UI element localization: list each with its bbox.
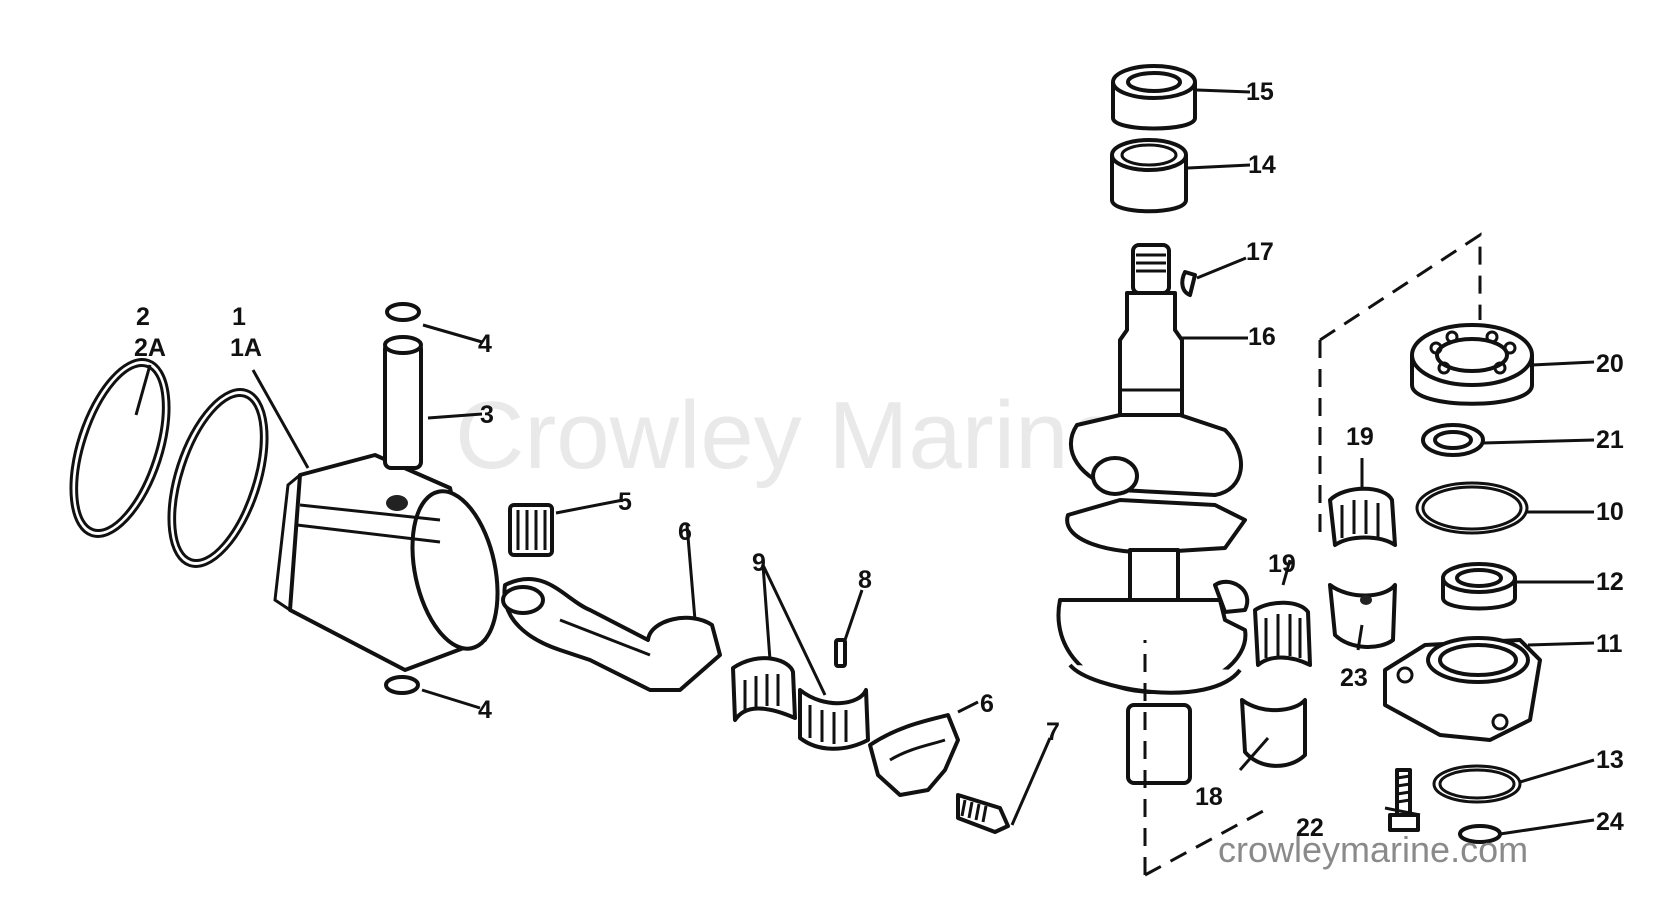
crankpin-bearing-lower	[1328, 486, 1397, 547]
rod-cap-bolt	[956, 793, 1010, 834]
callout-1a: 1A	[230, 334, 262, 362]
rod-bearing-half-a	[731, 656, 797, 722]
upper-crank-bearing	[1110, 138, 1188, 214]
piston-pin	[383, 335, 423, 470]
site-url: crowleymarine.com	[1218, 829, 1528, 870]
group-bracket	[1143, 232, 1482, 877]
callout-6-rod: 6	[678, 518, 692, 546]
o-ring-small	[1432, 764, 1522, 804]
callout-19-lower: 19	[1268, 550, 1296, 578]
connecting-rod	[501, 577, 722, 692]
ball-bearing	[1410, 323, 1534, 406]
callout-15: 15	[1246, 78, 1274, 106]
callout-11: 11	[1596, 630, 1623, 658]
callout-8: 8	[858, 566, 872, 594]
piston-ring-inner	[167, 388, 269, 568]
pin-retainer-top	[385, 302, 421, 322]
retaining-ring	[1421, 423, 1485, 457]
dowel-pin	[834, 638, 847, 668]
callout-12: 12	[1596, 568, 1624, 596]
callout-14: 14	[1248, 151, 1276, 179]
housing-bolt	[1388, 768, 1420, 832]
callout-22: 22	[1296, 814, 1324, 842]
watermark-text: Crowley Marine	[455, 382, 1122, 489]
callout-7: 7	[1046, 718, 1060, 746]
callout-10: 10	[1596, 498, 1624, 526]
callout-4-top: 4	[478, 330, 492, 358]
crankshaft-seal	[1111, 64, 1197, 131]
o-ring-large	[1415, 481, 1529, 535]
rod-bearing-half-b	[798, 688, 870, 751]
callout-2: 2	[136, 303, 150, 331]
callout-4-bottom: 4	[478, 696, 492, 724]
callout-21: 21	[1596, 426, 1624, 454]
callout-18: 18	[1195, 783, 1223, 811]
pin-retainer-bottom	[384, 675, 420, 695]
wrist-pin-bearing	[508, 503, 554, 557]
bearing-housing	[1383, 636, 1542, 742]
callout-5: 5	[618, 488, 632, 516]
callout-20: 20	[1596, 350, 1624, 378]
callout-1: 1	[232, 303, 246, 331]
rod-cap	[868, 713, 960, 797]
callout-23: 23	[1340, 664, 1368, 692]
callout-9: 9	[752, 549, 766, 577]
woodruff-key	[1180, 270, 1197, 297]
callout-19-upper: 19	[1346, 423, 1374, 451]
piston	[273, 453, 500, 672]
callout-24: 24	[1596, 808, 1624, 836]
lower-seal	[1441, 562, 1517, 611]
leader-lines	[134, 88, 1595, 836]
callout-16: 16	[1248, 323, 1276, 351]
crankpin-bearing-upper	[1253, 600, 1312, 667]
callout-2a: 2A	[134, 334, 166, 362]
callout-13: 13	[1596, 746, 1624, 774]
bearing-cage-half	[1328, 583, 1397, 649]
callout-17: 17	[1246, 238, 1274, 266]
piston-ring-outer	[69, 358, 171, 538]
callout-3: 3	[480, 401, 494, 429]
callout-6-cap: 6	[980, 690, 994, 718]
crankshaft	[1056, 243, 1250, 785]
